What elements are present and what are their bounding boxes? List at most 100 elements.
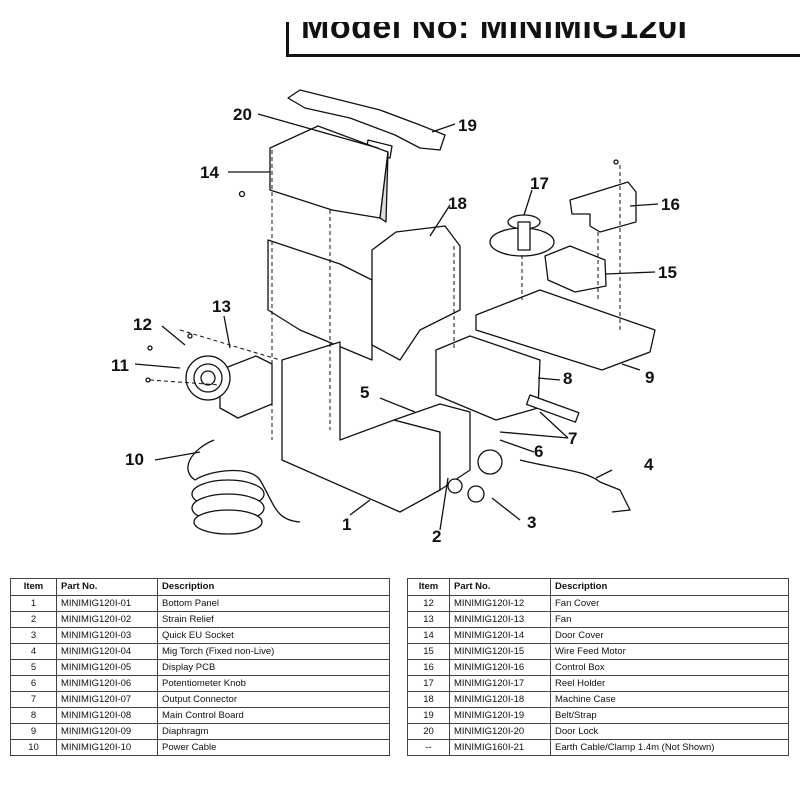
cell-item: 19 (407, 707, 450, 724)
machine-case-part (371, 225, 461, 361)
callout-4: 4 (644, 455, 654, 474)
callout-19: 19 (458, 116, 477, 135)
cell-item: 15 (407, 643, 450, 660)
cell-item: 18 (407, 691, 450, 708)
output-connector-part (477, 449, 503, 475)
cell-part-no: MINIMIG120I-07 (56, 691, 158, 708)
cell-part-no: MINIMIG120I-03 (56, 627, 158, 644)
cell-description: Bottom Panel (157, 595, 390, 612)
cell-description: Machine Case (550, 691, 789, 708)
cell-description: Fan Cover (550, 595, 789, 612)
title-frame: Model No: MINIMIG120I (286, 22, 800, 57)
wire-feed-motor-part (544, 245, 607, 293)
callout-14: 14 (200, 163, 219, 182)
power-cable-part (187, 439, 301, 523)
cell-part-no: MINIMIG120I-14 (449, 627, 551, 644)
cell-part-no: MINIMIG120I-15 (449, 643, 551, 660)
cell-item: 8 (10, 707, 57, 724)
cell-part-no: MINIMIG120I-13 (449, 611, 551, 628)
control-box-part (569, 181, 637, 233)
cell-part-no: MINIMIG120I-12 (449, 595, 551, 612)
cell-item: 14 (407, 627, 450, 644)
cell-item: 13 (407, 611, 450, 628)
cell-part-no: MINIMIG120I-01 (56, 595, 158, 612)
callout-16: 16 (661, 195, 680, 214)
callout-2: 2 (432, 527, 441, 546)
callout-10: 10 (125, 450, 144, 469)
cell-part-no: MINIMIG120I-18 (449, 691, 551, 708)
cell-description: Quick EU Socket (157, 627, 390, 644)
callout-3: 3 (527, 513, 536, 532)
callout-20: 20 (233, 105, 252, 124)
callout-11: 11 (111, 356, 129, 375)
cell-part-no: MINIMIG160I-21 (449, 739, 551, 756)
side-panel-part (267, 239, 373, 361)
door-cover-part (269, 125, 389, 219)
front-panel-part (393, 403, 471, 491)
cell-item: 7 (10, 691, 57, 708)
cell-item: 5 (10, 659, 57, 676)
cell-item: 10 (10, 739, 57, 756)
cell-description: Earth Cable/Clamp 1.4m (Not Shown) (550, 739, 789, 756)
column-header-description: Description (550, 578, 789, 596)
cell-description: Mig Torch (Fixed non-Live) (157, 643, 390, 660)
cell-item: 12 (407, 595, 450, 612)
cell-description: Belt/Strap (550, 707, 789, 724)
table-header-row: Item Part No. Description (407, 578, 789, 596)
column-header-item: Item (10, 578, 57, 596)
cell-part-no: MINIMIG120I-19 (449, 707, 551, 724)
belt-strap-part (287, 89, 446, 151)
cell-part-no: MINIMIG120I-06 (56, 675, 158, 692)
callout-1: 1 (342, 515, 351, 534)
callout-18: 18 (448, 194, 467, 213)
cell-item: 6 (10, 675, 57, 692)
cell-part-no: MINIMIG120I-16 (449, 659, 551, 676)
callout-12: 12 (133, 315, 152, 334)
mig-torch-part (519, 459, 631, 513)
callout-15: 15 (658, 263, 677, 282)
cell-description: Output Connector (157, 691, 390, 708)
column-header-part-no: Part No. (449, 578, 551, 596)
cell-description: Main Control Board (157, 707, 390, 724)
callout-5: 5 (360, 383, 369, 402)
callout-6: 6 (534, 442, 543, 461)
cell-item: 16 (407, 659, 450, 676)
cell-description: Door Lock (550, 723, 789, 740)
cell-part-no: MINIMIG120I-08 (56, 707, 158, 724)
cell-part-no: MINIMIG120I-09 (56, 723, 158, 740)
cell-item: 20 (407, 723, 450, 740)
cell-part-no: MINIMIG120I-04 (56, 643, 158, 660)
callout-13: 13 (212, 297, 231, 316)
callout-17: 17 (530, 174, 549, 193)
cell-description: Display PCB (157, 659, 390, 676)
cell-item: -- (407, 739, 450, 756)
callout-9: 9 (645, 368, 654, 387)
cell-item: 4 (10, 643, 57, 660)
cell-item: 9 (10, 723, 57, 740)
cell-description: Power Cable (157, 739, 390, 756)
cell-item: 1 (10, 595, 57, 612)
callout-7: 7 (568, 429, 577, 448)
cell-description: Fan (550, 611, 789, 628)
bottom-panel-part (281, 341, 441, 513)
cell-description: Wire Feed Motor (550, 643, 789, 660)
cell-part-no: MINIMIG120I-05 (56, 659, 158, 676)
